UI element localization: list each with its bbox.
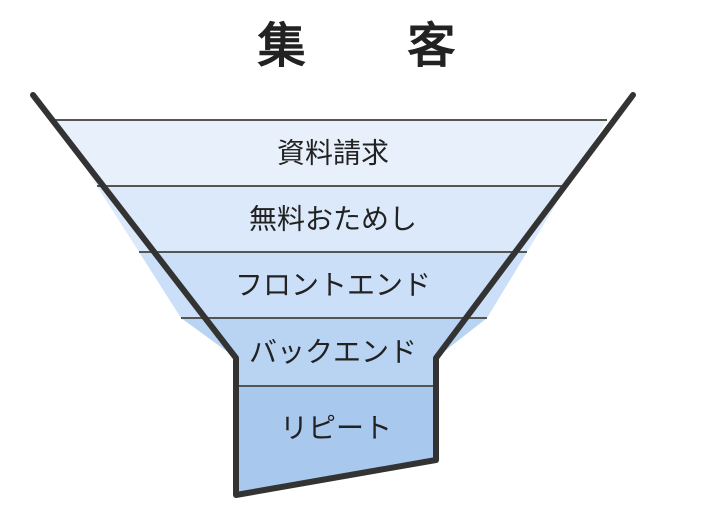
stage-band-2: [97, 186, 567, 252]
stage-band-4: [181, 318, 487, 386]
diagram-title: 集 客: [257, 18, 458, 74]
stage-label-1: 資料請求: [277, 137, 389, 170]
stage-label-2: 無料おためし: [249, 203, 417, 236]
stage-label-5: リピート: [280, 412, 392, 445]
stage-dividers: [55, 119, 607, 387]
funnel-outline: [30, 92, 636, 498]
stage-label-3: フロントエンド: [235, 269, 431, 302]
stage-band-1: [55, 120, 607, 186]
stage-label-4: バックエンド: [249, 336, 417, 369]
stage-band-3: [139, 252, 527, 318]
